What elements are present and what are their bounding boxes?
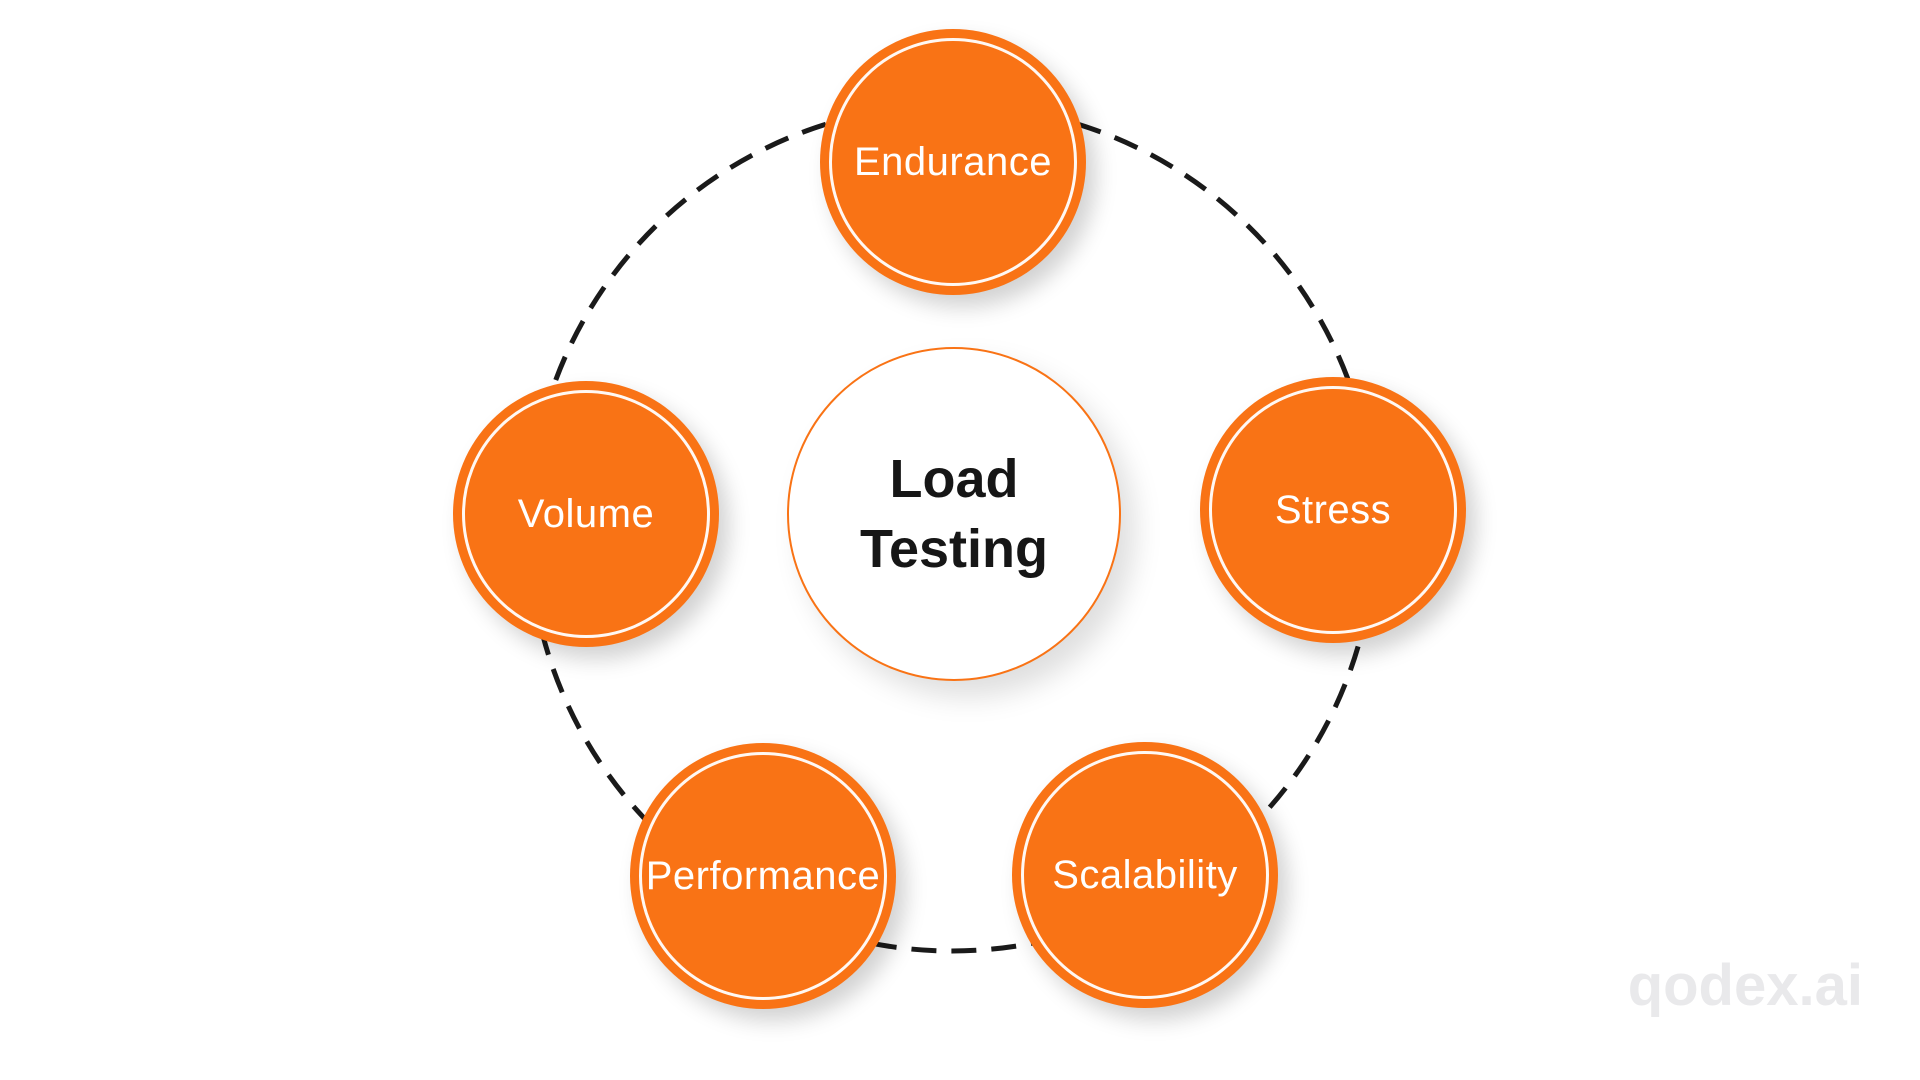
node-volume: Volume: [453, 381, 719, 647]
center-label: Load Testing: [860, 444, 1048, 584]
node-performance-label: Performance: [645, 853, 881, 898]
node-endurance: Endurance: [820, 29, 1086, 295]
node-scalability: Scalability: [1012, 742, 1278, 1008]
center-label-line1: Load: [889, 449, 1019, 509]
center-label-line2: Testing: [860, 519, 1048, 579]
node-endurance-label: Endurance: [854, 139, 1052, 184]
node-volume-label: Volume: [517, 491, 655, 536]
node-performance: Performance: [630, 743, 896, 1009]
node-scalability-label: Scalability: [1052, 852, 1238, 897]
node-stress-label: Stress: [1274, 487, 1392, 532]
node-stress: Stress: [1200, 377, 1466, 643]
qodex-ai-watermark: qodex.ai: [1627, 953, 1863, 1018]
center-circle: Load Testing: [787, 347, 1121, 681]
